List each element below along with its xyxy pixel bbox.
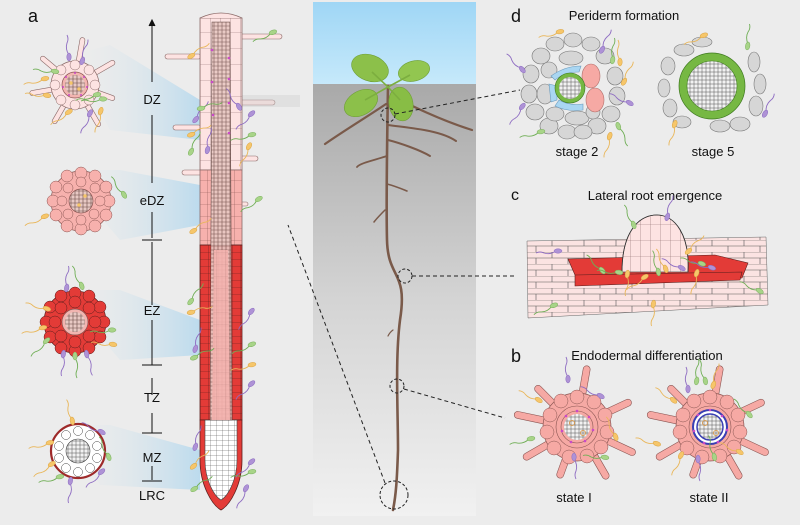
endodermis-state-2-label: state II xyxy=(689,490,728,505)
endodermis-state-1 xyxy=(508,356,636,480)
zone-label-tz: TZ xyxy=(144,390,160,405)
cross-section-edz xyxy=(23,166,129,236)
panel-c-title: Lateral root emergence xyxy=(588,188,722,203)
panel-b-title: Endodermal differentiation xyxy=(571,348,723,363)
endodermis-state-1-label: state I xyxy=(556,490,591,505)
panel-d: d Periderm formation xyxy=(505,6,779,159)
plant-soil-panel xyxy=(287,2,521,516)
zone-label-mz: MZ xyxy=(143,450,162,465)
zone-label-dz: DZ xyxy=(143,92,160,107)
panel-b: b Endodermal differentiation xyxy=(508,346,769,505)
seedling-leaves xyxy=(343,53,430,122)
panel-d-title: Periderm formation xyxy=(569,8,680,23)
zoom-connectors xyxy=(287,89,521,484)
panel-c-letter: c xyxy=(511,187,519,204)
endodermis-state-2 xyxy=(634,358,769,482)
longitudinal-root xyxy=(199,12,243,511)
cross-section-ez xyxy=(20,264,118,379)
panel-b-letter: b xyxy=(511,346,521,366)
periderm-stage-2 xyxy=(505,28,638,159)
panel-c: c Lateral root emergence xyxy=(511,187,769,327)
zone-labels: DZ eDZ EZ TZ MZ LRC xyxy=(139,92,165,503)
zone-label-edz: eDZ xyxy=(140,193,165,208)
hypocotyl-zoom-circle xyxy=(380,107,396,123)
panel-d-letter: d xyxy=(511,6,521,26)
zone-axis xyxy=(142,18,162,482)
cross-section-mz xyxy=(27,398,113,504)
periderm-stage-5-label: stage 5 xyxy=(692,144,735,159)
panel-a-letter: a xyxy=(28,6,39,26)
periderm-stage-5 xyxy=(657,23,779,147)
soil xyxy=(313,84,476,516)
differentiation-zoom-circle xyxy=(389,378,405,394)
root-tip-zoom-circle xyxy=(379,480,409,510)
periderm-stage-2-label: stage 2 xyxy=(556,144,599,159)
zone-label-lrc: LRC xyxy=(139,488,165,503)
sky xyxy=(313,2,476,84)
panel-a: a xyxy=(20,6,300,511)
zone-label-ez: EZ xyxy=(144,303,161,318)
cross-section-dz xyxy=(22,34,116,135)
lateral-root-diagram xyxy=(526,194,769,327)
